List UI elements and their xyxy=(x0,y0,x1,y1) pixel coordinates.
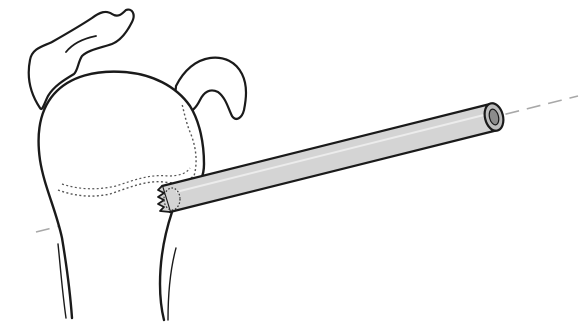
tube-highlight xyxy=(176,114,488,192)
tube-body xyxy=(162,104,498,212)
cannulated-tube xyxy=(158,101,506,212)
shaft-cortex-line-right xyxy=(168,248,176,320)
